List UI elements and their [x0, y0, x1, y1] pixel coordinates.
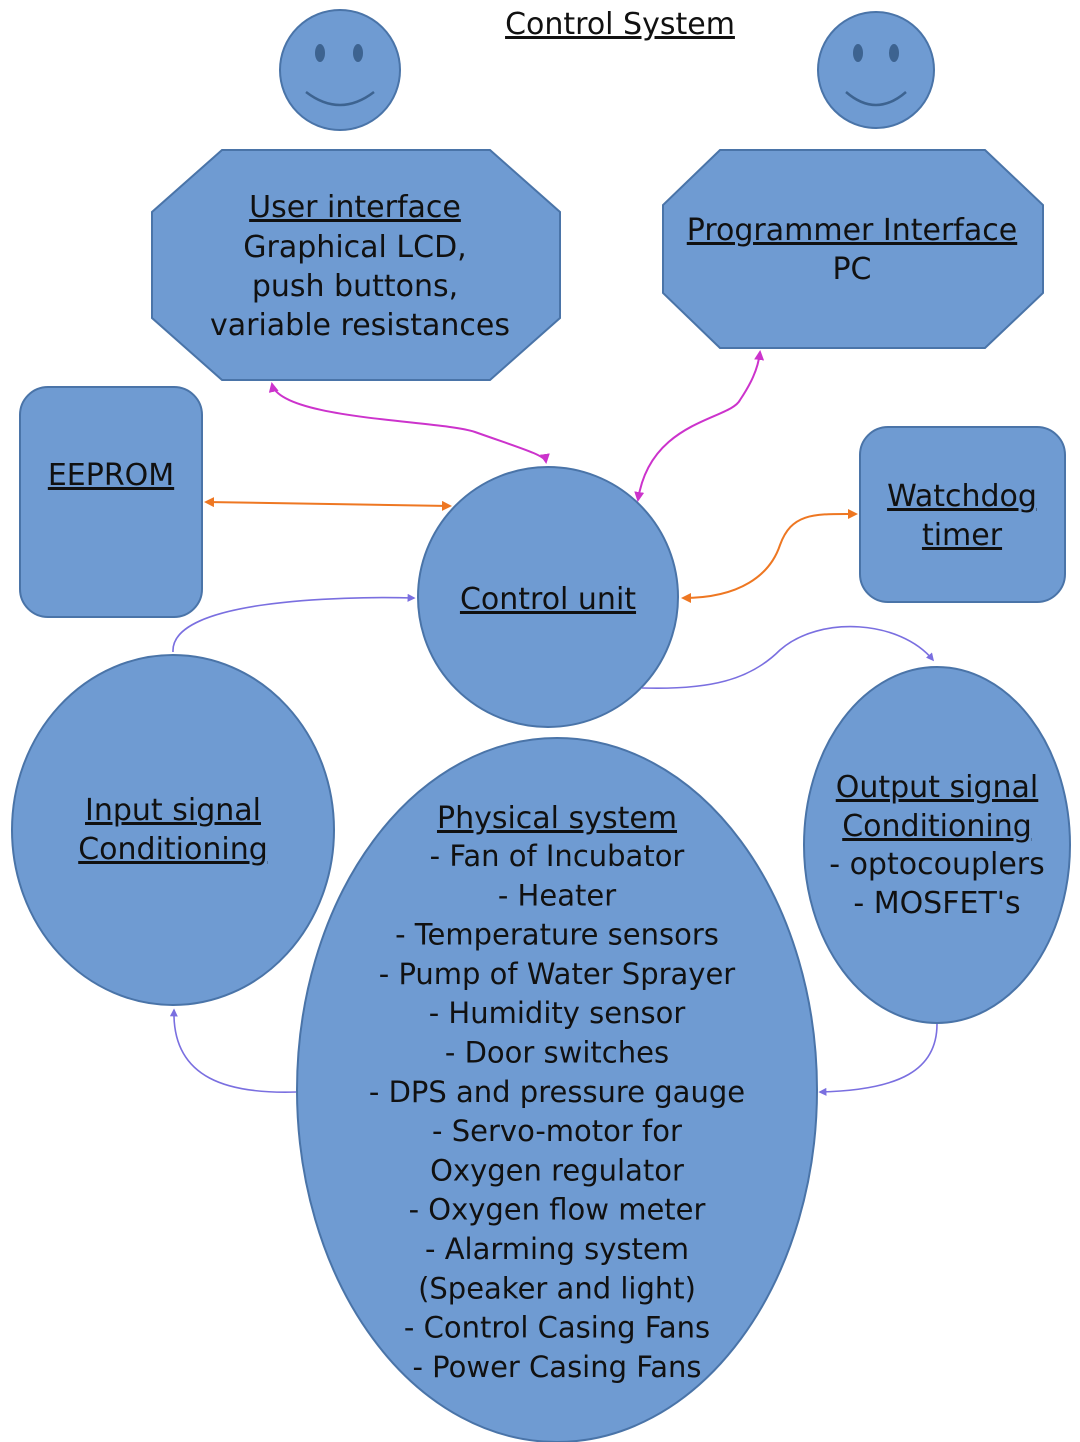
- output-conditioning-line: - MOSFET's: [853, 886, 1020, 921]
- user-smiley-icon: [279, 9, 401, 131]
- control-to-output-connector: [641, 625, 935, 690]
- user-interface-line: variable resistances: [210, 308, 510, 343]
- physical-system-item: - Fan of Incubator: [430, 839, 685, 873]
- watchdog-timer-node: Watchdog timer: [859, 426, 1066, 603]
- physical-system-item: - DPS and pressure gauge: [369, 1075, 745, 1109]
- physical-system-heading: Physical system: [437, 801, 677, 836]
- output-conditioning-line: - optocouplers: [829, 847, 1045, 882]
- user-interface-line: Graphical LCD,: [243, 230, 466, 265]
- physical-system-item: - Servo-motor for: [432, 1114, 682, 1148]
- input-conditioning-node: Input signal Conditioning: [11, 654, 335, 1006]
- watchdog-connector: [681, 508, 858, 603]
- output-conditioning-heading: Conditioning: [842, 809, 1032, 844]
- control-unit-heading: Control unit: [460, 582, 636, 617]
- user-interface-heading: User interface: [249, 190, 461, 225]
- physical-to-input-connector: [169, 1008, 297, 1093]
- output-conditioning-node: Output signal Conditioning - optocoupler…: [803, 666, 1071, 1024]
- user-interface-line: push buttons,: [252, 269, 458, 304]
- user-interface-node: User interface Graphical LCD, push butto…: [151, 149, 561, 381]
- physical-system-item: - Oxygen flow meter: [409, 1193, 706, 1227]
- input-conditioning-heading: Conditioning: [78, 832, 268, 867]
- watchdog-heading: timer: [922, 518, 1003, 553]
- programmer-interface-node: Programmer Interface PC: [662, 149, 1044, 349]
- physical-system-item: - Power Casing Fans: [412, 1350, 701, 1384]
- physical-system-item: - Alarming system: [425, 1232, 689, 1266]
- physical-system-item: - Pump of Water Sprayer: [379, 957, 736, 991]
- eeprom-connector: [204, 497, 452, 511]
- programmer-interface-heading: Programmer Interface: [687, 213, 1017, 248]
- programmer-smiley-icon: [817, 11, 935, 129]
- programmer-interface-connector: [634, 350, 765, 502]
- physical-system-item: - Door switches: [445, 1036, 669, 1070]
- programmer-interface-line: PC: [832, 252, 871, 287]
- eeprom-heading: EEPROM: [48, 458, 174, 493]
- eeprom-node: EEPROM: [19, 386, 203, 618]
- diagram-title: Control System: [505, 7, 735, 42]
- control-unit-node: Control unit: [417, 466, 679, 728]
- output-to-physical-connector: [818, 1023, 938, 1096]
- physical-system-item: - Humidity sensor: [429, 996, 686, 1030]
- input-to-control-connector: [172, 593, 416, 653]
- physical-system-item: - Control Casing Fans: [404, 1311, 710, 1345]
- input-conditioning-heading: Input signal: [85, 793, 261, 828]
- physical-system-item: (Speaker and light): [418, 1271, 696, 1305]
- physical-system-item: - Heater: [498, 878, 616, 912]
- output-conditioning-heading: Output signal: [836, 770, 1039, 805]
- physical-system-item: - Temperature sensors: [395, 918, 719, 952]
- physical-system-item: Oxygen regulator: [430, 1153, 684, 1187]
- physical-system-node: Physical system - Fan of Incubator - Heat…: [296, 737, 818, 1442]
- watchdog-heading: Watchdog: [887, 479, 1037, 514]
- user-interface-connector: [268, 382, 550, 464]
